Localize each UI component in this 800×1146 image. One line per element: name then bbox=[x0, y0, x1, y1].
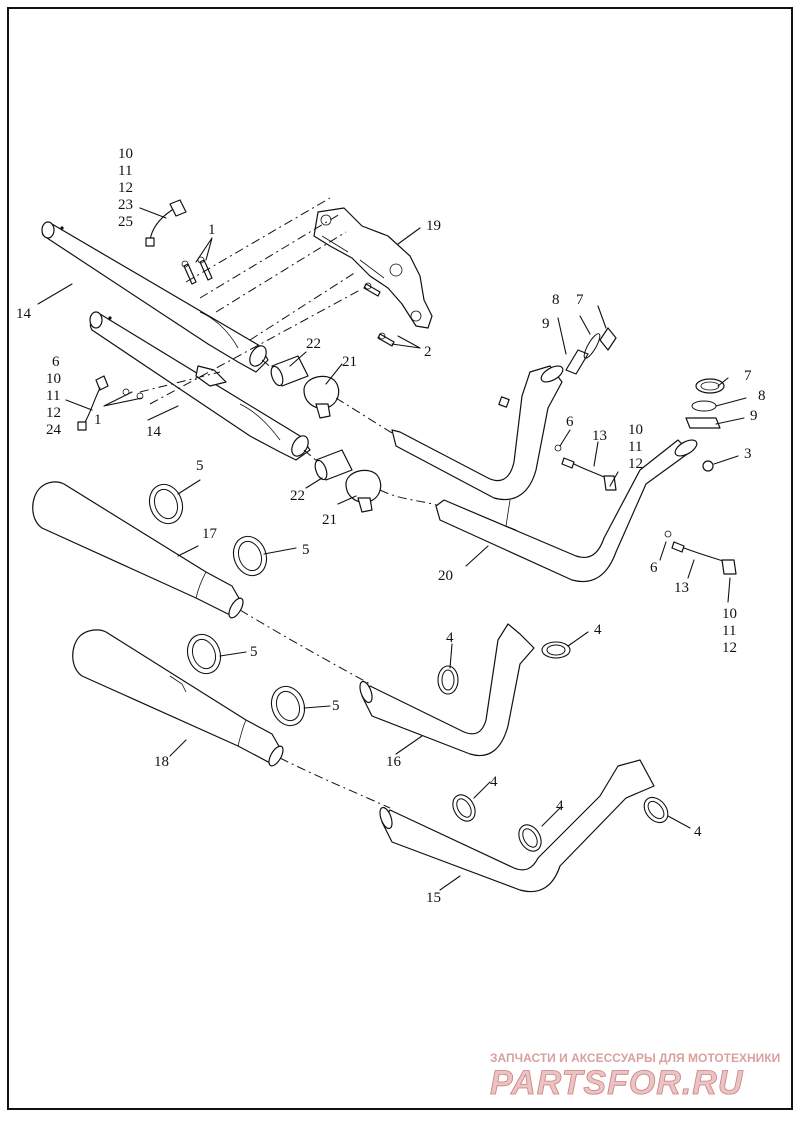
callout-8: 8 bbox=[552, 292, 560, 308]
o2-sensor-upper bbox=[145, 199, 187, 247]
o2-sensor-left bbox=[77, 375, 109, 431]
callout-17: 17 bbox=[202, 526, 218, 542]
centerline-lower bbox=[303, 449, 441, 507]
clamp-4-a bbox=[437, 665, 459, 695]
callout-2: 2 bbox=[424, 344, 432, 360]
muffler-18 bbox=[72, 629, 284, 767]
callout-4: 4 bbox=[490, 774, 498, 790]
callout-16: 16 bbox=[386, 754, 402, 770]
plug-upper bbox=[498, 396, 510, 408]
callout-23: 23 bbox=[118, 197, 133, 213]
callout-19: 19 bbox=[426, 218, 441, 234]
gasket-9-lower bbox=[685, 417, 721, 429]
callout-1: 1 bbox=[208, 222, 216, 238]
callout-24: 24 bbox=[46, 422, 62, 438]
nut-3 bbox=[702, 460, 714, 472]
clamp-5-b bbox=[232, 535, 268, 577]
callout-9: 9 bbox=[750, 408, 758, 424]
sleeve-22-lower bbox=[314, 449, 353, 481]
callout-3: 3 bbox=[744, 446, 752, 462]
callout-15: 15 bbox=[426, 890, 441, 906]
callout-labels: 10 11 12 23 25 1 19 14 6 10 11 12 24 1 1… bbox=[16, 146, 766, 906]
gasket-9-upper bbox=[565, 349, 589, 375]
clamp-4-d bbox=[518, 824, 542, 852]
pipe-16 bbox=[359, 623, 535, 757]
dashed-mount-lines bbox=[139, 197, 361, 405]
centerline-17 bbox=[239, 609, 371, 685]
ring-8-lower bbox=[691, 400, 717, 412]
clamp-4-b bbox=[541, 641, 571, 659]
o2-sensor-13-lower bbox=[664, 530, 737, 575]
callout-5: 5 bbox=[302, 542, 310, 558]
callout-4: 4 bbox=[556, 798, 564, 814]
callout-10: 10 bbox=[722, 606, 737, 622]
callout-21: 21 bbox=[342, 354, 357, 370]
callout-7: 7 bbox=[576, 292, 584, 308]
clamp-5-d bbox=[270, 685, 306, 727]
centerline-upper bbox=[261, 359, 401, 439]
lower-muffler-14 bbox=[89, 311, 311, 461]
callout-22: 22 bbox=[306, 336, 321, 352]
callout-11: 11 bbox=[118, 163, 132, 179]
callout-6: 6 bbox=[566, 414, 574, 430]
watermark-brand: PARTSFOR.RU bbox=[490, 1064, 744, 1102]
callout-10: 10 bbox=[628, 422, 643, 438]
callout-11: 11 bbox=[722, 623, 736, 639]
header-pipe-20 bbox=[391, 365, 698, 583]
callout-9: 9 bbox=[542, 316, 550, 332]
callout-12: 12 bbox=[46, 405, 61, 421]
flange-7-lower bbox=[695, 378, 725, 394]
muffler-17 bbox=[32, 481, 244, 619]
callout-5: 5 bbox=[250, 644, 258, 660]
pipe-15 bbox=[379, 759, 655, 893]
callout-22: 22 bbox=[290, 488, 305, 504]
callout-4: 4 bbox=[446, 630, 454, 646]
callout-13: 13 bbox=[674, 580, 689, 596]
flange-7-upper bbox=[599, 327, 617, 351]
callout-25: 25 bbox=[118, 214, 133, 230]
sleeve-22-upper bbox=[270, 355, 309, 387]
callout-11: 11 bbox=[628, 439, 642, 455]
callout-20: 20 bbox=[438, 568, 453, 584]
callout-12: 12 bbox=[118, 180, 133, 196]
clamp-5-c bbox=[186, 633, 222, 675]
watermark-tagline: ЗАПЧАСТИ И АКСЕССУАРЫ ДЛЯ МОТОТЕХНИКИ bbox=[490, 1051, 780, 1065]
callout-13: 13 bbox=[592, 428, 607, 444]
callout-5: 5 bbox=[332, 698, 340, 714]
callout-12: 12 bbox=[628, 456, 643, 472]
clamp-4-c bbox=[452, 794, 476, 822]
callout-4: 4 bbox=[694, 824, 702, 840]
ring-8-upper bbox=[583, 333, 601, 359]
watermark: ЗАПЧАСТИ И АКСЕССУАРЫ ДЛЯ МОТОТЕХНИКИ PA… bbox=[490, 1051, 781, 1102]
clamp-4-e bbox=[643, 796, 669, 824]
o2-sensor-13-upper bbox=[554, 444, 617, 491]
page-frame bbox=[7, 7, 793, 1110]
callout-6: 6 bbox=[52, 354, 60, 370]
centerline-18 bbox=[279, 757, 391, 809]
callout-18: 18 bbox=[154, 754, 169, 770]
callout-11: 11 bbox=[46, 388, 60, 404]
callout-10: 10 bbox=[46, 371, 61, 387]
callout-12: 12 bbox=[722, 640, 737, 656]
leader-lines bbox=[37, 207, 747, 891]
clamp-21-upper bbox=[303, 375, 340, 419]
callout-5: 5 bbox=[196, 458, 204, 474]
mount-bracket-19 bbox=[313, 207, 433, 329]
upper-muffler-14 bbox=[41, 221, 269, 373]
callout-10: 10 bbox=[118, 146, 133, 162]
callout-14: 14 bbox=[16, 306, 32, 322]
clamp-21-lower bbox=[345, 469, 382, 513]
callout-4: 4 bbox=[594, 622, 602, 638]
callout-8: 8 bbox=[758, 388, 766, 404]
callout-7: 7 bbox=[744, 368, 752, 384]
callout-1: 1 bbox=[94, 412, 102, 428]
callout-14: 14 bbox=[146, 424, 162, 440]
callout-6: 6 bbox=[650, 560, 658, 576]
callout-21: 21 bbox=[322, 512, 337, 528]
clamp-5-a bbox=[148, 483, 184, 525]
